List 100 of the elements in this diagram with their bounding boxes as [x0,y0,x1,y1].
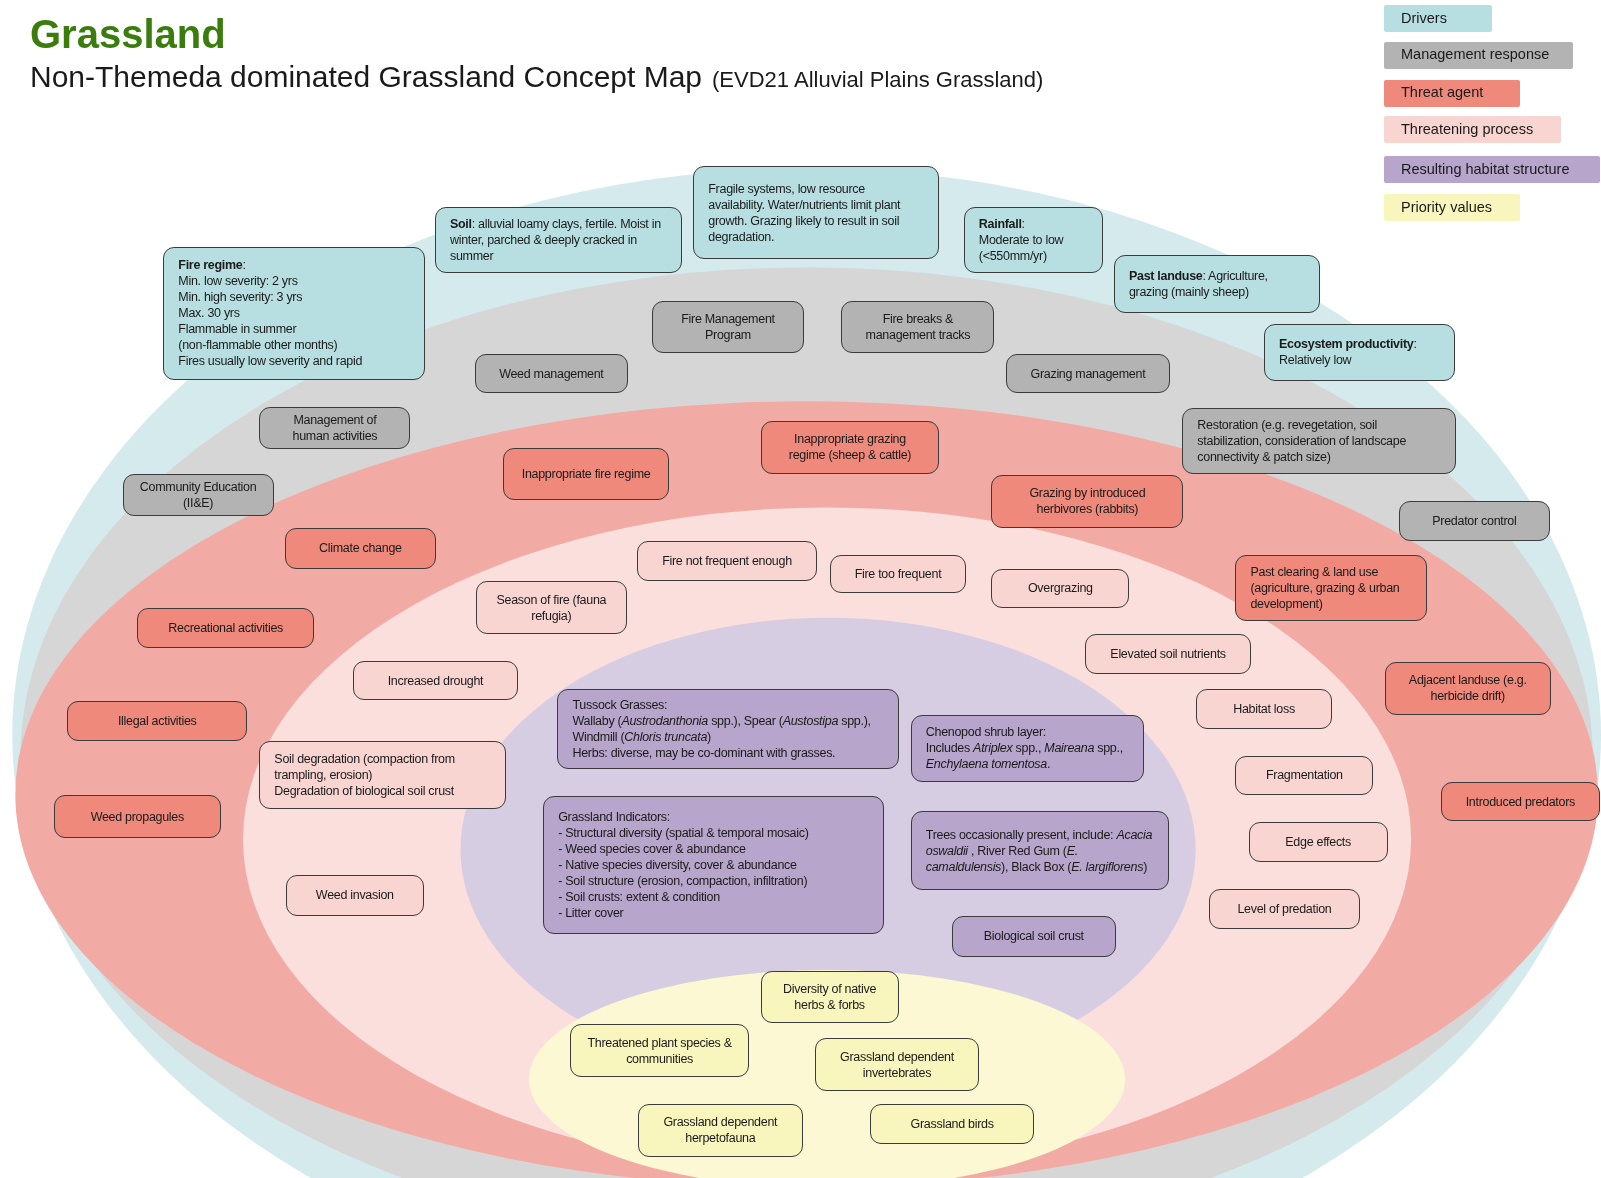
box-text: Grassland dependent herpetofauna [662,1114,779,1147]
threat-agent-box [503,448,669,501]
box-text: Management of human activities [291,412,379,445]
habitat-box [557,689,899,769]
threat-process-box [285,875,424,916]
box-text: (non-flammable other months) [178,337,338,354]
habitat-box [951,915,1116,957]
box-text: Trees occasionally present, include: Acacia oswaldii , River Red Gum (E. camaldulensis), Black Box (E. largiflorens) [925,826,1154,875]
threat-process-box [1195,689,1333,729]
threat-process-box [1208,889,1360,930]
threat-process-box [830,555,966,594]
threat-process-box [991,568,1130,608]
threat-agent-box [136,607,315,649]
box-text: Fires usually low severity and rapid [178,353,363,370]
threat-process-box [637,541,817,581]
driver-box [693,166,940,260]
legend-label: Threat agent [1401,83,1484,103]
box-text: Level of predation [1237,901,1332,918]
box-text: Tussock Grasses: [572,697,668,713]
legend-label: Priority values [1401,197,1493,217]
priority-box [869,1103,1035,1144]
threat-process-box [353,660,518,701]
box-text: Max. 30 yrs [178,305,240,322]
priority-box [814,1038,980,1092]
box-text: Predator control [1432,513,1517,530]
management-box [1005,354,1171,394]
box-text: Illegal activities [117,713,197,730]
box-text: Recreational activities [168,619,283,636]
box-text: Soil degradation (compaction from trampling, erosion) [274,750,456,783]
box-text: Fire too frequent [854,566,942,583]
box-text: Flammable in summer [178,321,297,338]
management-box [259,407,411,450]
threat-process-box [1235,755,1374,796]
threat-agent-box [284,527,436,569]
box-text: Grassland dependent invertebrates [839,1048,955,1081]
management-box [1182,408,1456,474]
box-text: Degradation of biological soil crust [274,782,454,799]
box-text: Min. high severity: 3 yrs [178,289,303,306]
management-box [841,301,995,354]
threat-process-box [259,741,507,809]
box-text: Rainfall: [978,215,1025,232]
threat-agent-box [54,795,221,839]
box-text: Herbs: diverse, may be co-dominant with grasses. [572,745,836,761]
habitat-box [543,796,885,935]
box-text: - Native species diversity, cover & abundance [558,857,797,874]
box-text: Season of fire (fauna refugia) [495,591,608,624]
box-text: Fire Management Program [680,311,776,344]
box-text: Grassland Indicators: [558,809,670,826]
box-text: Community Education (II&E) [138,478,258,511]
box-text: Ecosystem productivity: [1279,336,1417,353]
habitat-box [910,714,1144,783]
legend-label: Drivers [1401,8,1447,28]
threat-process-box [475,580,627,635]
threat-agent-box [991,474,1184,528]
box-text: Moderate to low (<550mm/yr) [978,231,1065,264]
box-text: - Structural diversity (spatial & temporal mosaic) [558,825,809,842]
subtitle: Non-Themeda dominated Grassland Concept Map [30,62,703,92]
box-text: Past clearing & land use (agriculture, grazing & urban development) [1250,564,1401,613]
box-text: Introduced predators [1465,793,1575,810]
box-text: Weed invasion [315,887,394,904]
box-text: - Weed species cover & abundance [558,841,746,858]
box-text: Fire regime: [178,257,246,274]
box-text: Biological soil crust [983,928,1084,945]
threat-agent-box [760,420,940,474]
driver-box [163,247,425,380]
management-box [474,354,628,394]
subtitle-note: (EVD21 Alluvial Plains Grassland) [712,69,1044,91]
box-text: Weed propagules [90,808,184,825]
box-text: Edge effects [1285,833,1351,850]
box-text: Restoration (e.g. revegetation, soil stabilization, consideration of landscape connectivity & patch size) [1197,417,1408,466]
threat-agent-box [1440,782,1600,821]
box-text: Threatened plant species & communities [586,1034,733,1067]
box-text: Overgrazing [1027,580,1093,597]
box-text: Weed management [499,365,604,382]
box-text: Climate change [319,540,402,557]
box-text: Soil: alluvial loamy clays, fertile. Moist in winter, parched & deeply cracked in summer [449,215,662,264]
box-text: Grassland birds [910,1115,994,1132]
box-text: Increased drought [387,672,484,689]
driver-box [434,207,683,273]
box-text: - Litter cover [558,905,624,922]
legend-label: Resulting habitat structure [1401,159,1570,179]
box-text: Min. low severity: 2 yrs [178,273,298,290]
title: Grassland [30,14,226,54]
legend-label: Threatening process [1401,120,1534,139]
box-text: Grazing by introduced herbivores (rabbits) [1028,485,1147,518]
box-text: Habitat loss [1233,701,1295,718]
box-text: Fragile systems, low resource availability. Water/nutrients limit plant growth. Grazing likely to result in soil degradation. [708,180,902,245]
box-text: Adjacent landuse (e.g. herbicide drift) [1407,672,1528,705]
threat-process-box [1085,634,1251,674]
driver-box [1113,255,1321,314]
threat-agent-box [1384,661,1551,715]
priority-box [638,1103,803,1157]
box-text: Fire breaks & management tracks [864,311,972,344]
box-text: Grazing management [1030,365,1146,382]
box-text: Past landuse: Agriculture, grazing (mainly sheep) [1128,268,1269,301]
management-box [122,473,274,516]
box-text: - Soil crusts: extent & condition [558,889,720,906]
habitat-box [910,810,1170,891]
box-text: - Soil structure (erosion, compaction, infiltration) [558,873,808,890]
priority-box [760,971,899,1024]
